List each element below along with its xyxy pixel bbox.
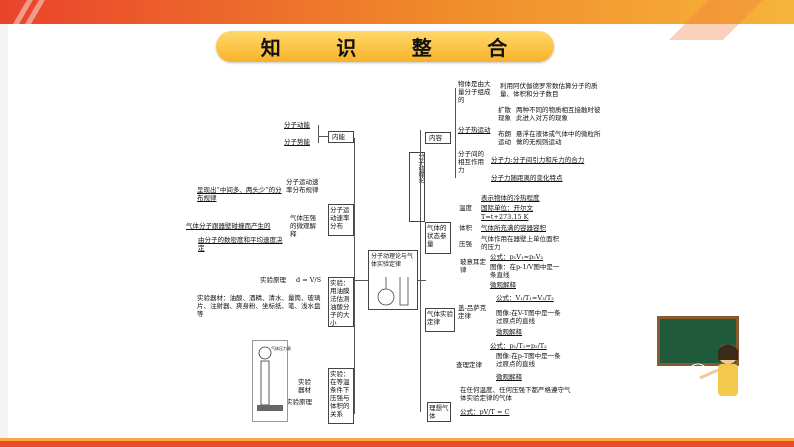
node-text: 扩散现象: [498, 106, 511, 122]
shiyan1-node: 实验：用油膜法估测油酸分子的大小: [328, 277, 354, 327]
node-text: 压强: [459, 240, 472, 248]
root-label: 分子动理论与气体实验定律: [371, 253, 414, 268]
node-text: 呈现出“中间多、两头少”的分布规律: [197, 186, 282, 202]
node-text: 盖-吕萨克定律: [458, 304, 487, 320]
node-text: 分子力随距离的变化特点: [491, 174, 563, 182]
node-text: 气体的状态参量: [427, 224, 447, 248]
node-text: 分子动能: [284, 121, 310, 129]
node-text: 公式：pV/T = C: [460, 408, 510, 416]
left-strip: [0, 24, 8, 447]
connector-line: [318, 125, 319, 143]
node-text: 微观解释: [496, 373, 522, 381]
node-text: 公式：p₁/T₁=p₂/T₂: [490, 342, 547, 350]
neineng-node: 内能: [328, 131, 354, 143]
node-text: 玻意耳定律: [460, 258, 486, 274]
node-text: 分子势能: [284, 138, 310, 146]
connector-line: [418, 280, 426, 281]
node-text: 利用阿伏伽德罗常数估算分子的质量、体积和分子数目: [500, 82, 598, 98]
teacher-icon: [687, 344, 738, 396]
node-text: 分子运动速率分布: [330, 206, 350, 230]
node-text: 在任何温度、任何压强下都严格遵守气体实验定律的气体: [460, 386, 571, 402]
node-text: 温度: [459, 204, 472, 212]
connector-line: [354, 138, 355, 414]
node-text: 气体分子跟器壁碰撞而产生的: [186, 222, 271, 230]
footer-bar: [0, 441, 794, 447]
footer-stripe: [0, 438, 794, 441]
zhuangtai-node: 气体的状态参量: [425, 222, 451, 254]
node-text: T=t+273.15 K: [481, 213, 529, 221]
title-char: 知: [260, 36, 283, 60]
connector-line: [455, 88, 456, 178]
node-text: 两种不同的物质相互接触时彼此进入对方的现象: [516, 106, 601, 122]
title-char: 合: [487, 36, 510, 60]
node-text: 查理定律: [456, 361, 482, 369]
sulv-node: 分子运动速率分布: [328, 204, 354, 236]
corner-decoration: [654, 0, 794, 40]
node-text: 国际单位：开尔文: [481, 204, 533, 212]
node-text: 微观解释: [490, 281, 516, 289]
node-text: 实验：在等温条件下压强与体积的关系: [330, 370, 350, 418]
node-text: 实验器材：油酸、酒精、清水、量筒、玻璃片、注射器、爽身粉、坐标纸、笔、浅水盘等: [197, 294, 321, 318]
shiyan2-node: 实验：在等温条件下压强与体积的关系: [328, 368, 354, 424]
node-text: 内能: [332, 133, 345, 141]
node-text: 实验原理: [286, 398, 312, 406]
node-text: 图像:在p-T图中是一条过原点的直线: [496, 352, 561, 368]
node-text: 理想气体: [429, 404, 449, 420]
node-text: 体积: [459, 224, 472, 232]
node-text: 气体所充满的容器容积: [481, 224, 546, 232]
pressure-gauge-icon: [257, 346, 283, 411]
node-text: 气体压力表: [271, 346, 291, 351]
node-text: 微观解释: [496, 328, 522, 336]
node-text: 公式：V₁/T₁=V₂/T₂: [496, 294, 554, 302]
apparatus-image: 气体压力表: [252, 340, 291, 422]
dinglu-node: 气体实验定律: [425, 308, 455, 332]
node-text: 悬浮在液体或气体中的微粒所做的无规则运动: [516, 130, 601, 146]
lixiang-node: 理想气体: [427, 402, 451, 422]
formula: d = V/S: [296, 276, 322, 284]
neirong-node: 内容: [425, 132, 451, 144]
node-text: 气体实验定律: [427, 310, 453, 326]
center-node: 分子动理论: [409, 152, 425, 222]
node-text: 内容: [429, 134, 442, 142]
node-text: 表示物体的冷热程度: [481, 194, 540, 202]
node-text: 分子运动速率分布规律: [286, 178, 319, 194]
node-text: 公式：p₁V₁=p₂V₂: [490, 253, 544, 261]
node-text: 布朗运动: [498, 130, 511, 146]
node-text: 分子间的相互作用力: [458, 150, 484, 174]
connector-line: [318, 136, 328, 137]
node-text: 分子热运动: [458, 126, 491, 134]
node-text: 图像：在p-1/V图中是一条直线: [490, 263, 560, 279]
flask-icon: [377, 277, 409, 306]
title-char: 整: [411, 36, 434, 60]
node-text: 实验：用油膜法估测油酸分子的大小: [330, 279, 350, 327]
node-text: 图像:在V-T图中是一条过原点的直线: [496, 309, 561, 325]
node-text: 实验器材: [298, 378, 311, 394]
node-text: 物体是由大量分子组成的: [458, 80, 491, 104]
root-node: 分子动理论与气体实验定律: [368, 250, 418, 310]
node-text: 气体压强的微观解释: [290, 214, 316, 238]
node-text: 实验原理: [260, 276, 286, 284]
top-banner: [0, 0, 794, 24]
node-text: 分子力:分子间引力和斥力的合力: [491, 156, 585, 164]
title-char: 识: [336, 36, 359, 60]
connector-line: [420, 130, 421, 412]
connector-line: [354, 280, 368, 281]
node-text: 由分子的数密度和平均速度决定: [198, 236, 283, 252]
node-text: 气体作用在器壁上单位面积的压力: [481, 235, 559, 251]
page-title: 知 识 整 合: [216, 31, 554, 62]
